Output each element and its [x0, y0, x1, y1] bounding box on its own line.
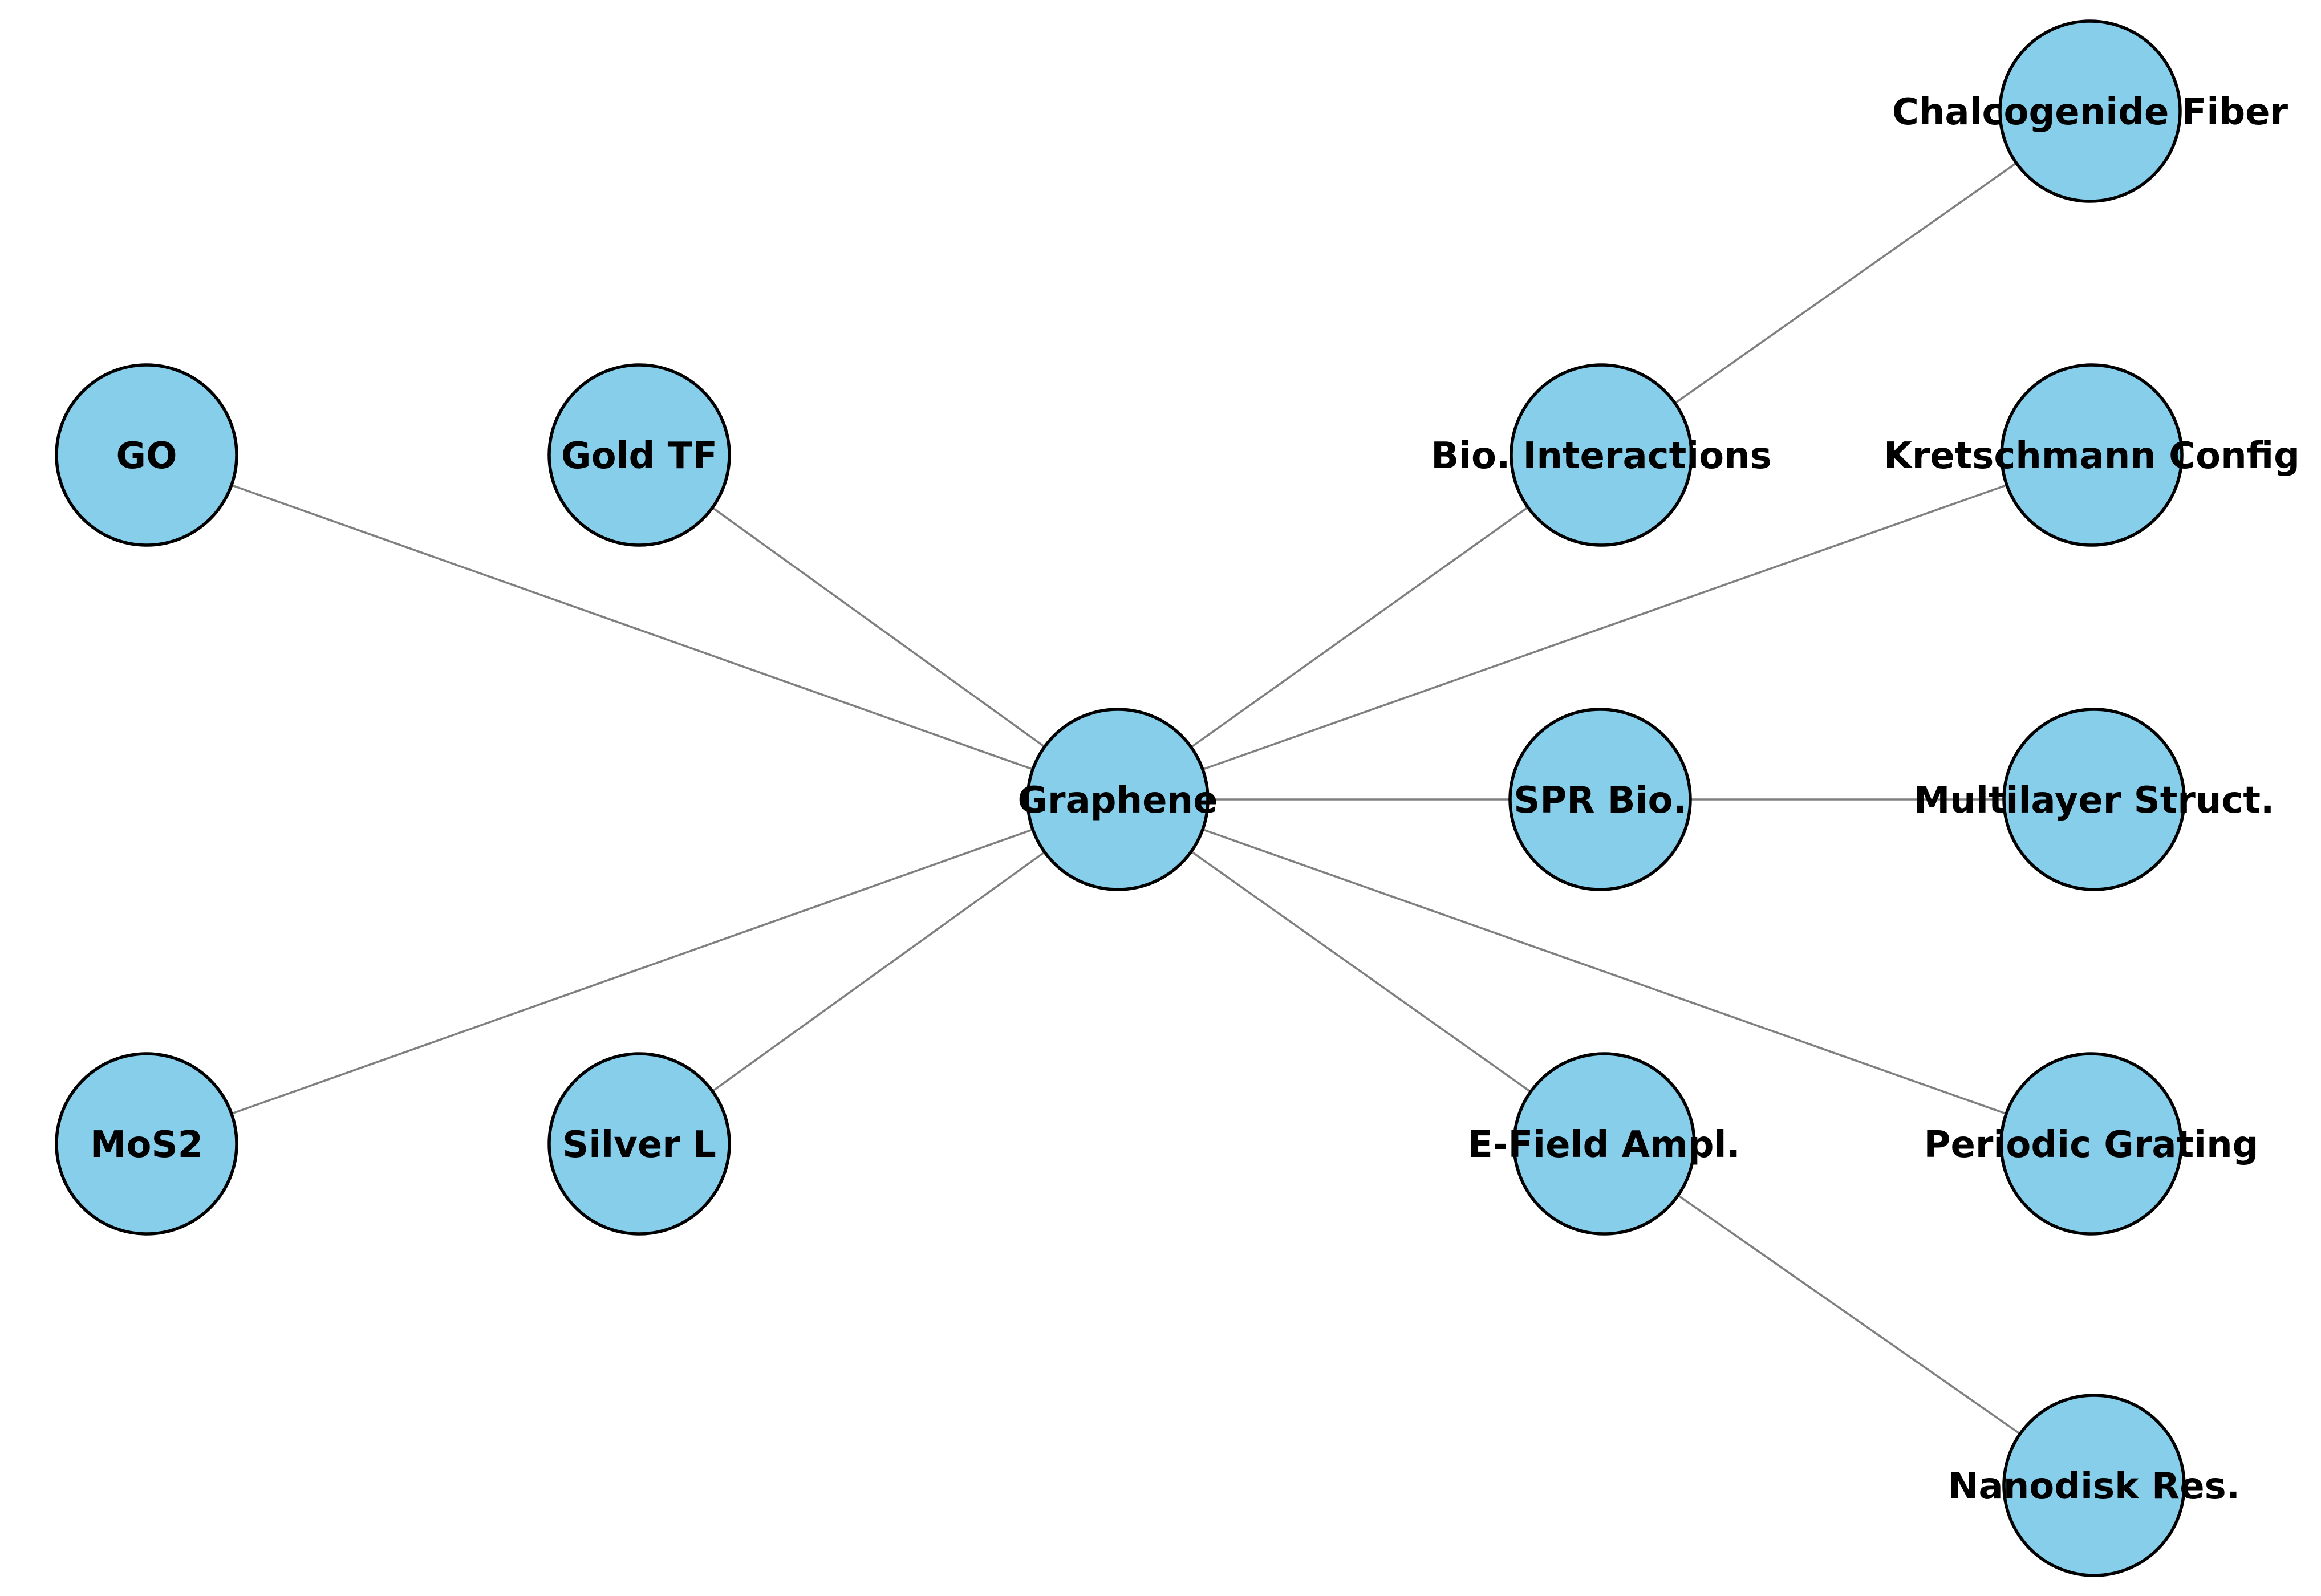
- node-label-kretschmann-config: Kretschmann Config: [1884, 435, 2300, 477]
- node-e-field-ampl[interactable]: [1512, 1052, 1696, 1236]
- node-label-silver-l: Silver L: [562, 1124, 716, 1166]
- edge-e-field-ampl-nanodisk-res: [1603, 1143, 2095, 1487]
- node-gold-tf[interactable]: [547, 363, 731, 547]
- node-label-e-field-ampl: E-Field Ampl.: [1468, 1124, 1740, 1166]
- edge-graphene-bio-interactions: [1117, 454, 1602, 801]
- node-label-nanodisk-res: Nanodisk Res.: [1948, 1465, 2240, 1508]
- node-label-mos2: MoS2: [90, 1124, 203, 1166]
- node-graphene[interactable]: [1026, 708, 1210, 891]
- node-label-multilayer-struct: Multilayer Struct.: [1914, 779, 2275, 822]
- node-label-gold-tf: Gold TF: [561, 435, 717, 477]
- node-bio-interactions[interactable]: [1510, 363, 1693, 547]
- node-label-periodic-grating: Periodic Grating: [1924, 1124, 2259, 1166]
- node-label-spr-bio: SPR Bio.: [1513, 779, 1687, 822]
- node-go[interactable]: [55, 363, 238, 547]
- edge-graphene-periodic-grating: [1117, 798, 2092, 1145]
- edge-silver-l-graphene: [638, 798, 1119, 1145]
- edge-mos2-graphene: [146, 798, 1118, 1145]
- node-label-chalcogenide-fiber: Chalcogenide Fiber: [1892, 91, 2288, 133]
- edge-gold-tf-graphene: [638, 454, 1119, 801]
- node-kretschmann-config[interactable]: [2000, 363, 2184, 547]
- node-nanodisk-res[interactable]: [2002, 1394, 2186, 1577]
- node-label-go: GO: [116, 435, 177, 477]
- node-silver-l[interactable]: [547, 1052, 731, 1236]
- node-label-graphene: Graphene: [1017, 779, 1218, 822]
- node-chalcogenide-fiber[interactable]: [1998, 19, 2182, 203]
- edge-graphene-e-field-ampl: [1117, 798, 1605, 1145]
- node-label-bio-interactions: Bio. Interactions: [1431, 435, 1772, 477]
- node-mos2[interactable]: [55, 1052, 238, 1236]
- labels-layer: GO Gold TF MoS2 Silver L Graphene Bio. Intera…: [90, 91, 2300, 1508]
- node-multilayer-struct[interactable]: [2002, 708, 2186, 891]
- nodes-layer: [55, 19, 2186, 1577]
- node-spr-bio[interactable]: [1508, 708, 1692, 891]
- edge-bio-interactions-chalcogenide-fiber: [1600, 110, 2091, 456]
- edge-go-graphene: [146, 454, 1118, 801]
- edge-graphene-kretschmann-config: [1117, 454, 2092, 801]
- node-periodic-grating[interactable]: [1999, 1052, 2183, 1236]
